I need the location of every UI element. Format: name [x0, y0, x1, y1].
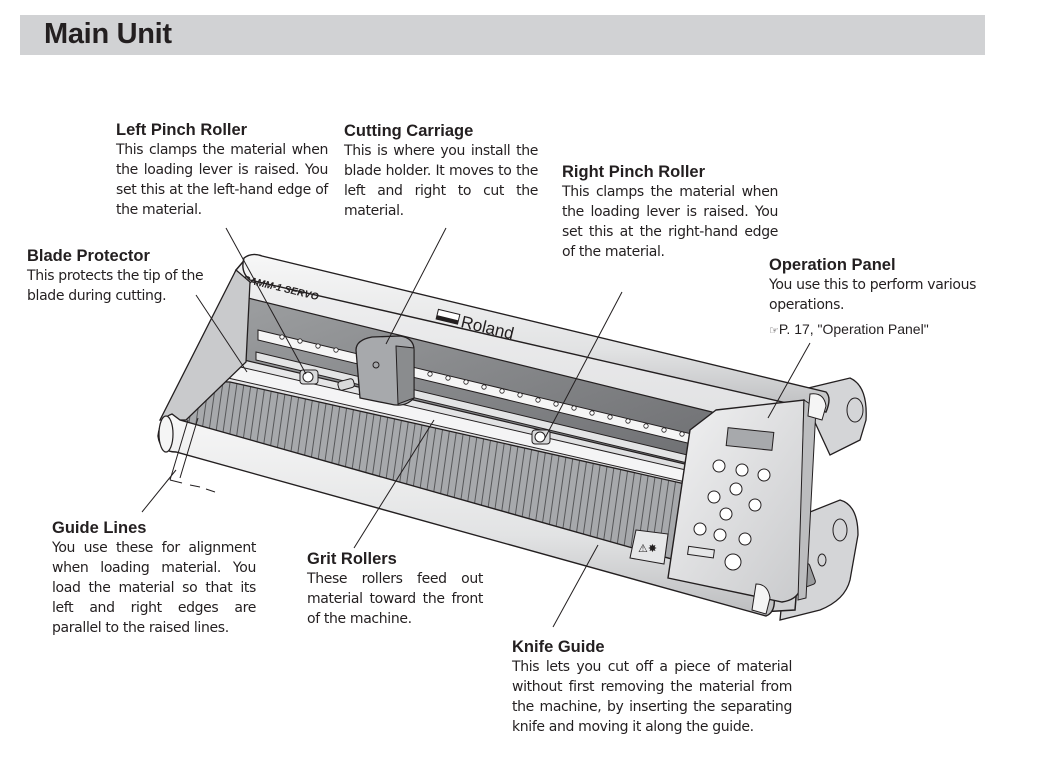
- callout-text: You use these for alignment when loading…: [52, 540, 256, 636]
- callout-text: This is where you install the blade hold…: [344, 143, 538, 219]
- svg-text:⚠✸: ⚠✸: [638, 542, 657, 555]
- top-cover: [242, 253, 830, 413]
- callout-grit-rollers: Grit Rollers These rollers feed out mate…: [307, 549, 483, 629]
- page-reference[interactable]: ☞P. 17, "Operation Panel": [769, 319, 983, 341]
- left-pinch-roller: [299, 369, 319, 385]
- callout-blade-protector: Blade Protector This protects the tip of…: [27, 246, 217, 306]
- callout-title: Right Pinch Roller: [562, 163, 706, 181]
- leader-blade-protector: [195, 294, 248, 373]
- cutting-carriage: [337, 335, 415, 406]
- callout-text: This lets you cut off a piece of materia…: [512, 659, 792, 735]
- page-title: Main Unit: [44, 18, 172, 50]
- leader-left-pinch-roller: [225, 227, 307, 375]
- callout-operation-panel: Operation Panel You use this to perform …: [769, 255, 983, 341]
- leader-cutting-carriage: [385, 227, 447, 345]
- leader-knife-guide: [552, 544, 599, 628]
- callout-knife-guide: Knife Guide This lets you cut off a piec…: [512, 637, 792, 737]
- callout-right-pinch-roller: Right Pinch Roller This clamps the mater…: [562, 162, 778, 262]
- left-side-wall: [158, 268, 251, 421]
- callout-cutting-carriage: Cutting Carriage This is where you insta…: [344, 121, 538, 221]
- callout-text: These rollers feed out material toward t…: [307, 571, 483, 627]
- operation-panel-illustration: [667, 399, 817, 603]
- callout-title: Knife Guide: [512, 638, 605, 656]
- warning-label: ⚠✸: [629, 529, 669, 565]
- callout-title: Guide Lines: [52, 519, 147, 537]
- guide-lines: [169, 417, 216, 493]
- page-reference-text[interactable]: P. 17, "Operation Panel": [778, 321, 929, 337]
- callout-left-pinch-roller: Left Pinch Roller This clamps the materi…: [116, 120, 328, 220]
- callout-title: Blade Protector: [27, 247, 150, 265]
- callout-guide-lines: Guide Lines You use these for alignment …: [52, 518, 256, 638]
- callout-title: Operation Panel: [769, 256, 896, 274]
- callout-title: Cutting Carriage: [344, 122, 474, 140]
- leader-operation-panel: [767, 342, 811, 419]
- leader-grit-rollers: [353, 419, 435, 549]
- right-pinch-roller: [531, 429, 551, 445]
- front-bar-end-cap: [158, 415, 174, 453]
- callout-text: This clamps the material when the loadin…: [562, 184, 778, 260]
- section-header: Main Unit: [20, 15, 985, 55]
- leader-right-pinch-roller: [544, 291, 623, 439]
- leader-guide-lines: [141, 469, 177, 513]
- callout-title: Left Pinch Roller: [116, 121, 248, 139]
- callout-text: This clamps the material when the loadin…: [116, 142, 328, 218]
- callout-text: You use this to perform various operatio…: [769, 277, 977, 313]
- pointing-hand-icon: ☞: [769, 324, 779, 337]
- callout-title: Grit Rollers: [307, 550, 397, 568]
- top-cover-end-cap: [807, 393, 827, 421]
- callout-text: This protects the tip of the blade durin…: [27, 268, 204, 304]
- front-bar-end-cap-right: [751, 583, 771, 615]
